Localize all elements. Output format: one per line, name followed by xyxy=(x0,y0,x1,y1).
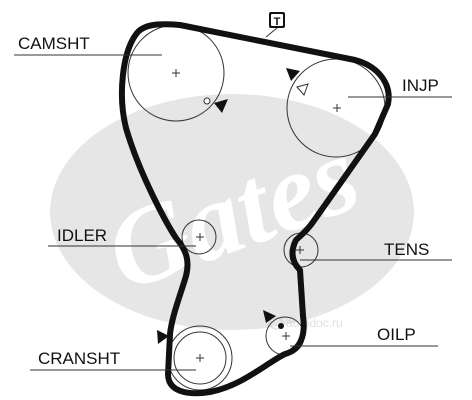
camshaft-timing-dot xyxy=(203,97,211,105)
injection-pump-timing-arrow-icon xyxy=(286,68,300,81)
oil-pump-timing-arrow-icon xyxy=(263,310,276,323)
injection-pump-label: INJP xyxy=(402,76,439,95)
timing-marker-inner xyxy=(271,14,283,26)
injection-pump-center-icon xyxy=(333,104,341,112)
watermark-ellipse xyxy=(50,94,414,330)
idler-pulley xyxy=(181,219,217,255)
gates-logo-icon: Gates xyxy=(50,94,414,330)
idler-center-icon xyxy=(196,233,204,241)
autodoc-logo-icon: autodoc.ru xyxy=(269,316,343,330)
crankshaft-center-icon xyxy=(196,354,204,362)
crosshair-icon xyxy=(172,69,341,362)
brand-text: autodoc.ru xyxy=(286,316,343,330)
tensioner-label: TENS xyxy=(384,240,429,259)
crankshaft-pulley-inner xyxy=(173,331,227,385)
idler-label: IDLER xyxy=(57,226,107,245)
camshaft-timing-arrow-icon xyxy=(214,99,228,113)
injection-pump-outline-arrow-icon xyxy=(296,83,309,96)
camshaft-center-icon xyxy=(172,69,180,77)
leader-lines xyxy=(14,54,452,371)
t-badge-icon: T xyxy=(265,12,285,38)
camshaft-label: CAMSHT xyxy=(18,34,90,53)
timing-marker-label: T xyxy=(274,16,281,28)
oil-pump-label: OILP xyxy=(377,325,416,344)
crankshaft-label: CRANSHT xyxy=(38,349,120,368)
timing-belt xyxy=(118,21,392,397)
timing-marker-leader xyxy=(265,27,278,38)
tensioner-center-icon xyxy=(296,246,304,254)
oil-pump-center-icon xyxy=(282,332,290,340)
brand-logo-circle xyxy=(269,316,283,330)
oil-pump-timing-dot xyxy=(278,323,284,329)
crankshaft-timing-arrow-icon xyxy=(157,330,169,344)
